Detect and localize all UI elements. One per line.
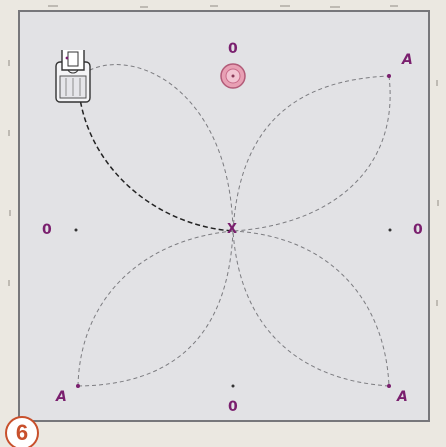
step-number: 6 bbox=[15, 420, 29, 445]
label-top-zero: 0 bbox=[228, 41, 238, 57]
label-bottom-left-a: A bbox=[56, 389, 67, 405]
petal-top-left-upper bbox=[77, 64, 234, 232]
presser-foot-icon bbox=[55, 50, 91, 103]
petal-top-right-lower bbox=[232, 75, 391, 232]
label-bottom-zero: 0 bbox=[228, 399, 238, 415]
dot-bottom-right bbox=[387, 384, 391, 388]
step-number-badge: 6 bbox=[5, 416, 39, 447]
label-left-zero: 0 bbox=[42, 222, 52, 238]
petal-top-right-upper bbox=[232, 75, 390, 232]
dot-left bbox=[74, 228, 78, 232]
dot-bottom-left bbox=[76, 384, 80, 388]
label-right-zero: 0 bbox=[413, 222, 423, 238]
label-top-right-a: A bbox=[402, 52, 413, 68]
petal-bottom-left-lower bbox=[77, 230, 234, 387]
label-center-x: X bbox=[227, 222, 238, 237]
active-stitch-path bbox=[77, 77, 234, 232]
petal-bottom-right-lower bbox=[232, 230, 390, 387]
dot-right bbox=[388, 228, 392, 232]
dot-top-right bbox=[387, 74, 391, 78]
petal-bottom-left-upper bbox=[77, 230, 234, 387]
petal-bottom-right-upper bbox=[232, 230, 390, 387]
dot-bottom bbox=[231, 384, 235, 388]
center-target-icon bbox=[220, 63, 246, 89]
label-bottom-right-a: A bbox=[397, 389, 408, 405]
